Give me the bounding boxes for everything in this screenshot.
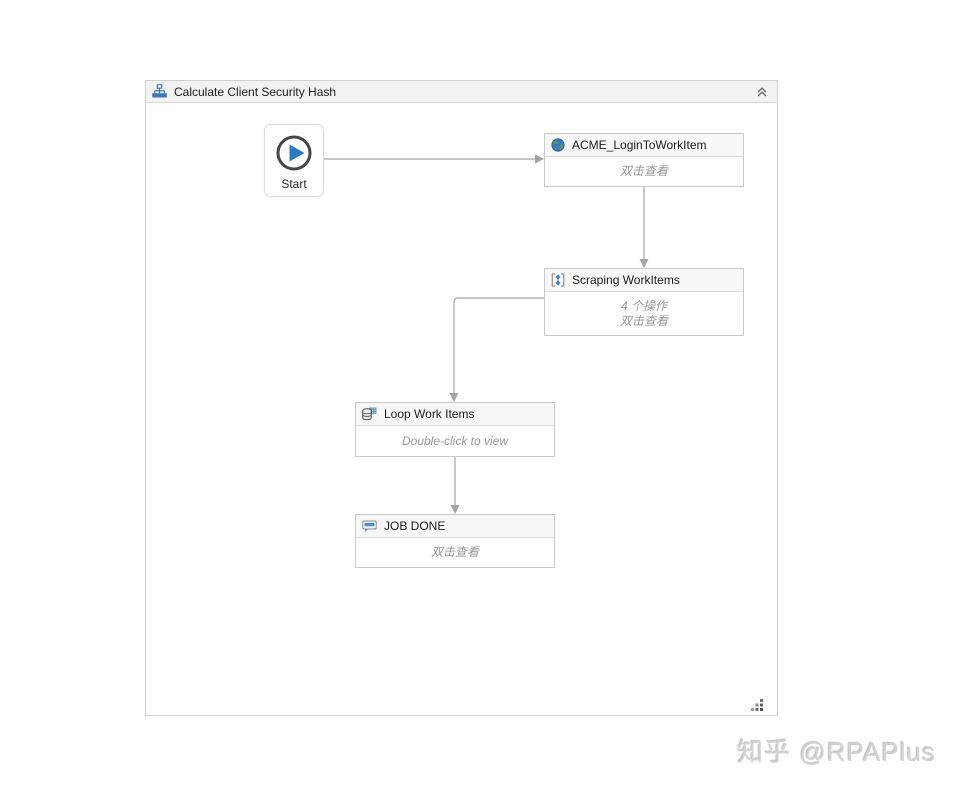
database-table-icon [362, 407, 377, 421]
node-scraping-body: 4 个操作 双击查看 [545, 292, 743, 335]
node-jobdone-body: 双击查看 [356, 538, 554, 567]
node-scraping-header: Scraping WorkItems [545, 269, 743, 292]
collapse-button[interactable] [753, 83, 771, 101]
node-acme-hint: 双击查看 [619, 164, 668, 178]
workflow-panel: Calculate Client Security Hash [145, 80, 778, 716]
node-job-done[interactable]: JOB DONE 双击查看 [355, 514, 555, 568]
panel-header: Calculate Client Security Hash [146, 81, 777, 103]
node-start[interactable]: Start [264, 124, 324, 197]
node-jobdone-hint: 双击查看 [430, 545, 479, 559]
node-loop-header: Loop Work Items [356, 403, 554, 426]
node-acme-body: 双击查看 [545, 157, 743, 186]
workflow-canvas: Start ACME_LoginToWorkItem [146, 103, 777, 715]
node-scraping-workitems[interactable]: Scraping WorkItems 4 个操作 双击查看 [544, 268, 744, 336]
panel-title: Calculate Client Security Hash [174, 84, 337, 99]
play-icon [274, 133, 314, 173]
node-scraping-hint: 双击查看 [619, 313, 668, 328]
node-loop-hint: Double-click to view [401, 433, 509, 448]
node-loop-body: Double-click to view [356, 426, 554, 456]
node-acme-title: ACME_LoginToWorkItem [572, 138, 707, 152]
node-jobdone-title: JOB DONE [384, 519, 446, 533]
globe-icon [551, 138, 565, 152]
node-start-label: Start [281, 177, 307, 191]
message-icon [362, 519, 377, 533]
node-loop-title: Loop Work Items [384, 407, 475, 421]
resize-grip-icon[interactable] [750, 698, 764, 711]
node-acme-header: ACME_LoginToWorkItem [545, 134, 743, 157]
flowchart-icon [152, 84, 167, 99]
watermark: 知乎 @RPAPlus [737, 737, 936, 767]
node-jobdone-header: JOB DONE [356, 515, 554, 538]
node-loop-work-items[interactable]: Loop Work Items Double-click to view [355, 402, 555, 457]
sequence-icon [551, 273, 565, 287]
node-scraping-count: 4 个操作 [620, 298, 667, 313]
chevron-double-up-icon [757, 86, 767, 97]
node-scraping-title: Scraping WorkItems [572, 273, 680, 287]
node-acme-login-to-workitem[interactable]: ACME_LoginToWorkItem 双击查看 [544, 133, 744, 187]
